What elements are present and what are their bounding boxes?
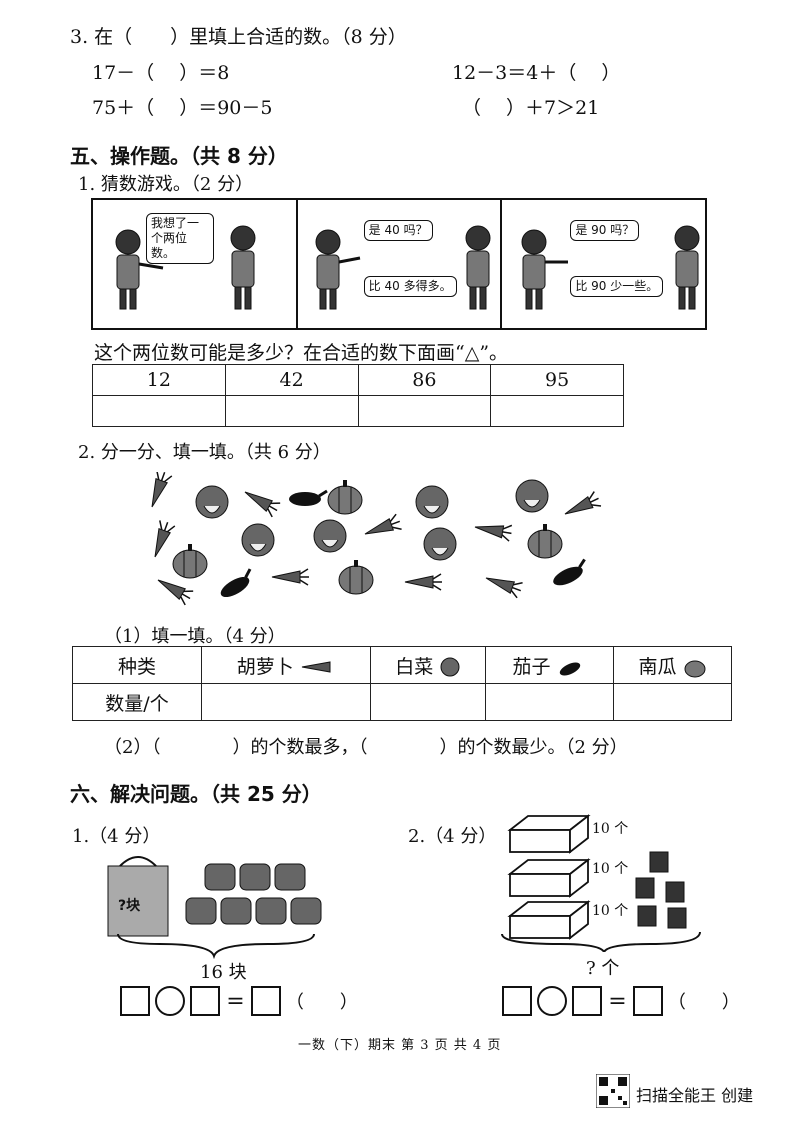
vegetables-illustration	[143, 468, 603, 607]
header-pumpkin-label: 南瓜	[638, 655, 677, 678]
comic-panel-2: 是 40 吗？ 比 40 多得多。	[298, 200, 503, 328]
count-cell-carrot[interactable]	[200, 683, 372, 721]
problem1-title: 1.（4 分）	[72, 826, 161, 847]
header-pumpkin: 南瓜	[613, 646, 732, 684]
guess-game-title: 1. 猜数游戏。（2 分）	[78, 174, 254, 195]
guess-comic: 我想了一个两位数。 是 40 吗？ 比 40 多得多。 是 90 吗？	[91, 198, 707, 330]
problem2-title: 2.（4 分）	[408, 826, 497, 847]
guess-option: 12	[92, 364, 226, 396]
header-carrot-label: 胡萝卜	[236, 655, 294, 678]
answer-box[interactable]	[572, 986, 603, 1016]
header-cabbage-label: 白菜	[395, 655, 434, 678]
mooncake-illustration	[107, 856, 322, 960]
header-carrot: 胡萝卜	[200, 646, 372, 684]
speech-bubble: 我想了一个两位数。	[146, 213, 214, 264]
guess-option: 42	[224, 364, 359, 396]
guess-option: 86	[357, 364, 492, 396]
speech-bubble-question: 是 90 吗？	[570, 220, 640, 241]
comic-panel-3: 是 90 吗？ 比 90 少一些。	[502, 200, 705, 328]
answer-box[interactable]	[190, 986, 221, 1016]
vegetable-count-table: 种类 胡萝卜 白菜 茄子 南瓜 数量/个	[72, 646, 732, 721]
answer-box[interactable]	[120, 986, 150, 1016]
header-eggplant: 茄子	[485, 646, 614, 684]
count-cell-eggplant[interactable]	[485, 683, 614, 721]
q3-title: 3. 在（ ）里填上合适的数。（8 分）	[70, 26, 407, 48]
equation-1: = （ ）	[120, 986, 358, 1016]
answer-box[interactable]	[632, 986, 663, 1016]
boxes-cups-illustration	[501, 814, 701, 952]
box-label-3: 10 个	[592, 903, 629, 919]
q3-eq4: （ ）＋7＞21	[462, 97, 600, 119]
bag-label: ?块	[118, 898, 141, 914]
pumpkin-icon	[684, 660, 706, 678]
box-label-1: 10 个	[592, 821, 629, 837]
operator-circle[interactable]	[155, 986, 186, 1016]
header-cabbage: 白菜	[370, 646, 487, 684]
total-label: 16 块	[200, 962, 247, 983]
answer-box[interactable]	[502, 986, 532, 1016]
girls-illustration	[315, 225, 491, 310]
fill-subtitle: （1）填一填。（4 分）	[104, 626, 286, 647]
vegetable-picture	[140, 468, 610, 612]
header-kind: 种类	[72, 646, 202, 684]
section5-title: 五、操作题。（共 8 分）	[70, 144, 288, 168]
row-label-count: 数量/个	[72, 683, 202, 721]
operator-circle[interactable]	[537, 986, 568, 1016]
comic-panel-1: 我想了一个两位数。	[93, 200, 298, 328]
scanner-watermark: 扫描全能王 创建	[636, 1086, 754, 1105]
girls-illustration	[115, 225, 256, 310]
unit-paren[interactable]: （ ）	[667, 992, 740, 1013]
section6-title: 六、解决问题。（共 25 分）	[70, 782, 322, 806]
answer-cell[interactable]	[490, 395, 624, 427]
q3-eq3: 75＋（ ）＝90－5	[92, 97, 273, 119]
answer-cell[interactable]	[92, 395, 226, 427]
count-cell-pumpkin[interactable]	[613, 683, 732, 721]
equation-2: = （ ）	[502, 986, 740, 1016]
answer-cell[interactable]	[357, 395, 492, 427]
header-eggplant-label: 茄子	[512, 655, 551, 678]
guess-prompt: 这个两位数可能是多少？在合适的数下面画“△”。	[94, 342, 509, 364]
qr-code-icon	[595, 1073, 631, 1112]
guess-option: 95	[490, 364, 624, 396]
box-label-2: 10 个	[592, 861, 629, 877]
eggplant-icon	[559, 662, 580, 676]
answer-cell[interactable]	[224, 395, 359, 427]
speech-bubble-answer: 比 40 多得多。	[363, 276, 457, 297]
speech-bubble-question: 是 40 吗？	[363, 220, 433, 241]
answer-box[interactable]	[250, 986, 281, 1016]
most-least-question: （2）（ ）的个数最多，（ ）的个数最少。（2 分）	[104, 737, 628, 758]
unit-paren[interactable]: （ ）	[285, 992, 358, 1013]
girls-illustration	[521, 225, 700, 310]
guess-table: 12 42 86 95	[92, 364, 624, 427]
carrot-icon	[301, 661, 331, 673]
q3-eq1: 17－（ ）＝8	[92, 62, 230, 84]
cabbage-icon	[440, 657, 460, 677]
speech-bubble-answer: 比 90 少一些。	[570, 276, 664, 297]
sort-fill-title: 2. 分一分、填一填。（共 6 分）	[78, 442, 331, 463]
page-footer: 一数（下）期末 第 3 页 共 4 页	[298, 1038, 502, 1053]
q3-eq2: 12－3＝4＋（ ）	[452, 62, 621, 84]
unknown-label: ? 个	[586, 958, 620, 979]
count-cell-cabbage[interactable]	[370, 683, 487, 721]
